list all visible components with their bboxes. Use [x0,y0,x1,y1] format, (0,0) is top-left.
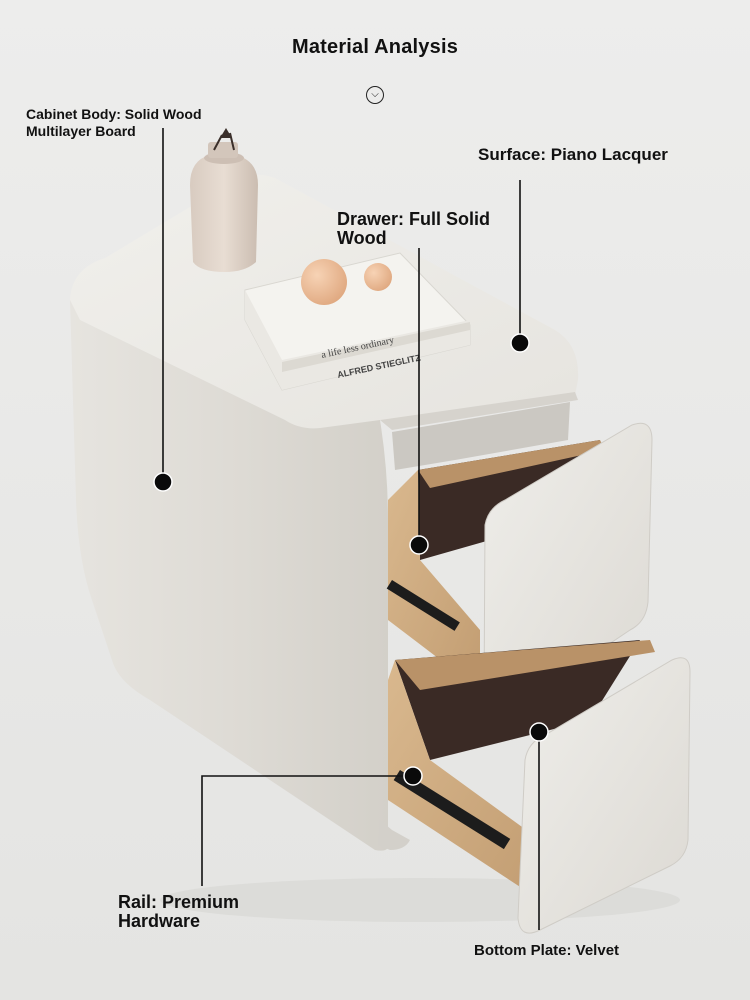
cabinet-side [70,300,388,851]
upper-drawer-back [418,440,605,488]
label-cabinet-line2: Multilayer Board [26,123,136,139]
dot-bottom [529,722,549,742]
vase [190,128,258,272]
upper-rail [386,580,460,631]
leader-rail [201,775,413,886]
chevron-down-circle-icon: ⌵ [366,86,384,104]
label-drawer-line1: Drawer: Full Solid [337,209,491,229]
decor-ball-large [301,259,347,305]
label-surface: Surface: Piano Lacquer [478,145,668,164]
leader-lines [162,128,540,930]
cabinet-front-edge [380,392,578,430]
annotation-dots [153,333,549,786]
label-rail-line1: Rail: Premium [118,892,240,912]
dot-drawer [409,535,429,555]
upper-drawer-side [388,470,480,690]
label-drawer: Drawer: Full Solid Wood [337,210,490,248]
upper-drawer [386,422,653,716]
label-cabinet-line1: Cabinet Body: Solid Wood [26,106,202,122]
cabinet-cavity [392,402,570,470]
lower-drawer [388,640,691,934]
cabinet-base [378,820,410,850]
page-title: Material Analysis [291,36,459,58]
lower-drawer-back [395,640,655,690]
label-bottom-plate: Bottom Plate: Velvet [474,942,620,959]
books: a life less ordinary ALFRED STIEGLITZ [244,252,471,391]
label-rail: Rail: Premium Hardware [118,893,239,931]
label-drawer-line2: Wood [337,227,387,248]
dot-cabinet [153,472,173,492]
dot-rail [403,766,423,786]
label-rail-line2: Hardware [118,910,201,931]
lower-rail [393,770,511,850]
dot-surface [510,333,530,353]
label-cabinet-body: Cabinet Body: Solid Wood Multilayer Boar… [26,106,202,140]
decor-ball-small [364,263,392,291]
